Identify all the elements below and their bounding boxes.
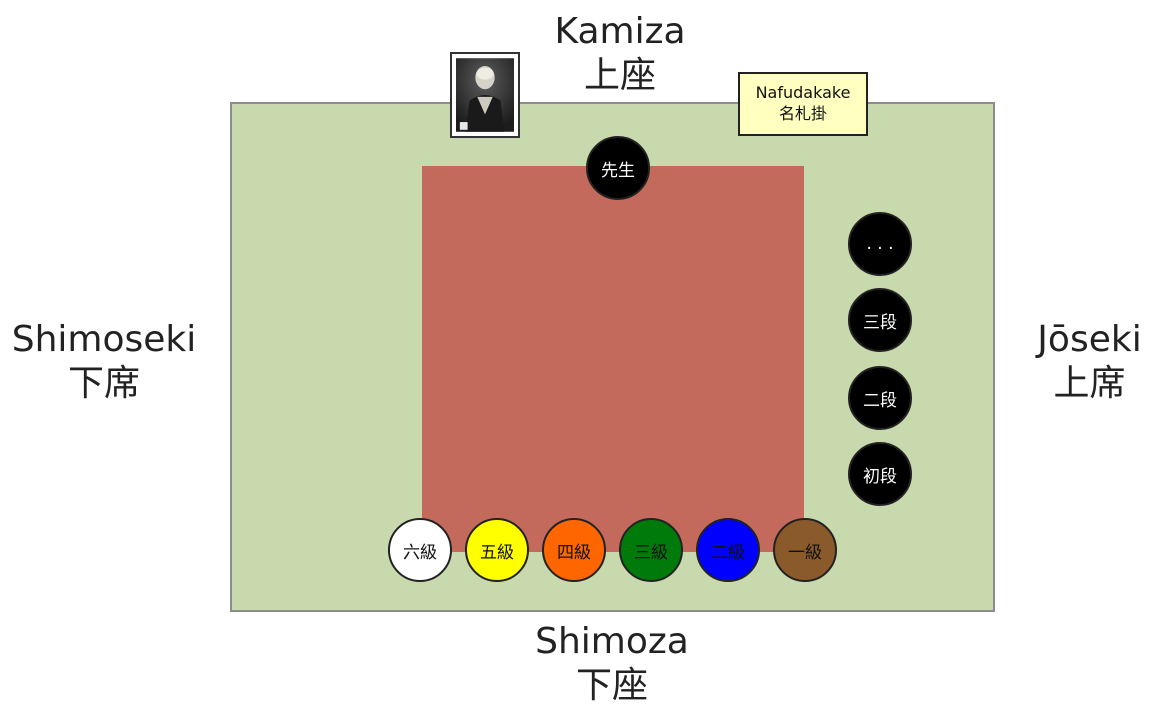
- shimoseki-label: Shimoseki 下席: [0, 318, 208, 406]
- kyu-position-rokkyu: 六級: [388, 518, 452, 582]
- joseki-romaji: Jōseki: [1037, 319, 1142, 360]
- dan-position-shodan: 初段: [848, 442, 912, 506]
- shimoza-kanji: 下座: [575, 665, 648, 706]
- kamiza-kanji: 上座: [583, 55, 656, 96]
- kyu-position-gokyu: 五級: [465, 518, 529, 582]
- kyu-position-nikyu: 二級: [696, 518, 760, 582]
- kyu-position-sankyu: 三級: [619, 518, 683, 582]
- dan-position-nidan: 二段: [848, 366, 912, 430]
- kamiza-label: Kamiza 上座: [520, 10, 720, 98]
- shimoza-romaji: Shimoza: [535, 621, 689, 662]
- shimoza-label: Shimoza 下座: [512, 620, 712, 708]
- kyu-position-ikkyu: 一級: [773, 518, 837, 582]
- joseki-label: Jōseki 上席: [1024, 318, 1155, 406]
- sensei-position: 先生: [586, 136, 650, 200]
- joseki-kanji: 上席: [1053, 363, 1126, 404]
- portrait-image: [456, 58, 514, 132]
- dan-position-sandan: 三段: [848, 288, 912, 352]
- competition-area: [422, 166, 804, 552]
- dan-position-more: . . .: [848, 212, 912, 276]
- shimoseki-romaji: Shimoseki: [11, 319, 197, 360]
- nafudakake-kanji: 名札掛: [778, 104, 827, 123]
- kyu-row: 六級 五級 四級 三級 二級 一級: [388, 518, 840, 582]
- nafudakake-board: Nafudakake 名札掛: [738, 72, 868, 136]
- nafudakake-romaji: Nafudakake: [755, 83, 851, 102]
- kyu-position-yonkyu: 四級: [542, 518, 606, 582]
- shimoseki-kanji: 下席: [67, 363, 140, 404]
- kamiza-romaji: Kamiza: [554, 11, 686, 52]
- founder-portrait: [450, 52, 520, 138]
